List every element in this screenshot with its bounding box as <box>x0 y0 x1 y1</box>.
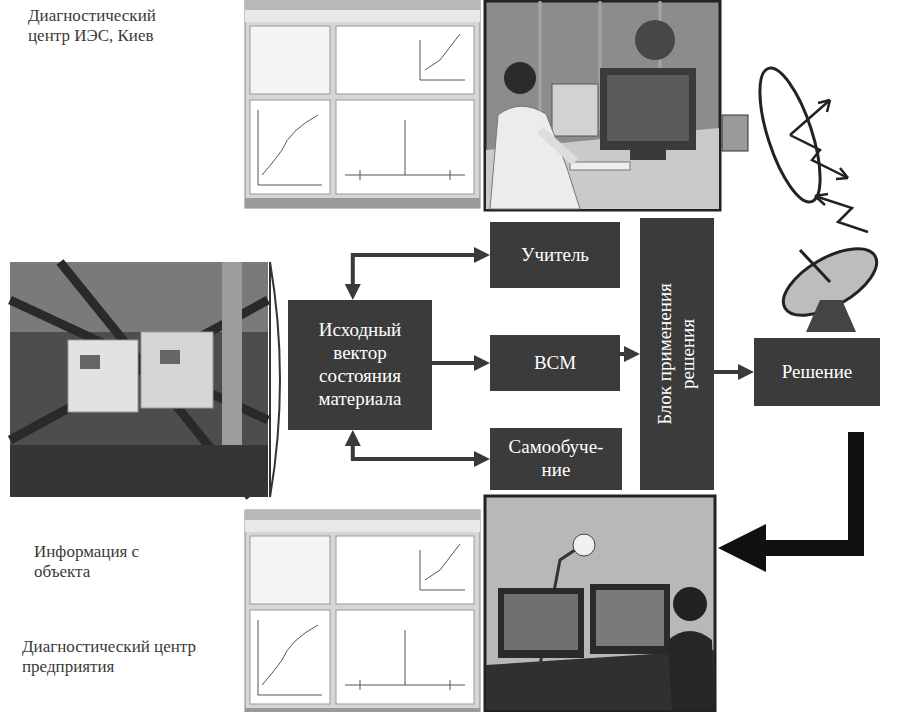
dish-mount <box>722 115 748 151</box>
flow-arrow <box>353 255 482 292</box>
steel-beam <box>10 262 268 497</box>
caption-label: Диагностический центр предприятия <box>22 637 197 678</box>
person-head <box>673 587 707 621</box>
monitor <box>552 84 598 136</box>
box-text: Исходный вектор состояния материала <box>294 319 426 410</box>
flow-arrow <box>432 361 482 365</box>
connector <box>80 355 100 369</box>
flow-arrow <box>353 438 482 459</box>
operator-photo <box>485 1 720 210</box>
floor <box>10 445 268 497</box>
feed-arm <box>800 250 830 282</box>
connector <box>160 350 180 364</box>
photo-frame <box>485 496 715 711</box>
box-text: Блок применения решения <box>654 274 700 434</box>
photo-frame <box>10 262 268 497</box>
instrument-box <box>68 340 138 412</box>
box-text: Самообуче- ние <box>496 436 616 482</box>
signal-arrow-head <box>815 194 828 205</box>
instrument-box <box>141 332 213 408</box>
signal-arrow-head <box>818 100 848 179</box>
dish-base <box>806 300 856 332</box>
monitor <box>590 584 670 654</box>
satellite-dish <box>773 194 887 332</box>
process-box: Решение <box>754 338 880 406</box>
box-text: Решение <box>782 361 853 384</box>
process-box: Исходный вектор состояния материала <box>288 300 432 430</box>
bracket <box>270 262 280 497</box>
process-box: Учитель <box>490 222 620 288</box>
person-body <box>668 631 714 710</box>
signal-arrow <box>815 196 868 232</box>
satellite-dish <box>722 62 848 209</box>
equipment-photo <box>10 262 268 497</box>
operator-photo <box>485 496 715 711</box>
signal-arrow <box>790 100 848 178</box>
box-text: ВСМ <box>534 352 576 375</box>
flow-arrow <box>714 370 746 374</box>
keyboard <box>570 162 630 170</box>
person-arm <box>540 130 575 162</box>
process-box: Самообуче- ние <box>490 428 622 490</box>
caption-label: Диагностический центр ИЭС, Киев <box>28 6 178 47</box>
software-screenshot <box>245 0 480 208</box>
lamp-head <box>573 534 595 556</box>
caption-label: Информация с объекта <box>34 542 146 583</box>
person-head <box>504 62 536 94</box>
monitor-stand <box>630 150 666 160</box>
monitor <box>600 68 696 150</box>
person-body <box>490 106 580 209</box>
plant <box>635 20 675 60</box>
vertical-process-box: Блок применения решения <box>640 218 714 490</box>
software-screenshot <box>245 510 480 712</box>
monitor-screen <box>607 75 689 141</box>
photo-frame <box>485 1 720 210</box>
monitor <box>498 588 584 658</box>
flow-arrow <box>620 352 632 356</box>
box-text: Учитель <box>521 244 589 267</box>
process-box: ВСМ <box>490 335 620 391</box>
monitor-screen <box>504 594 578 650</box>
result-arrow <box>742 432 856 548</box>
monitor-screen <box>596 590 664 646</box>
